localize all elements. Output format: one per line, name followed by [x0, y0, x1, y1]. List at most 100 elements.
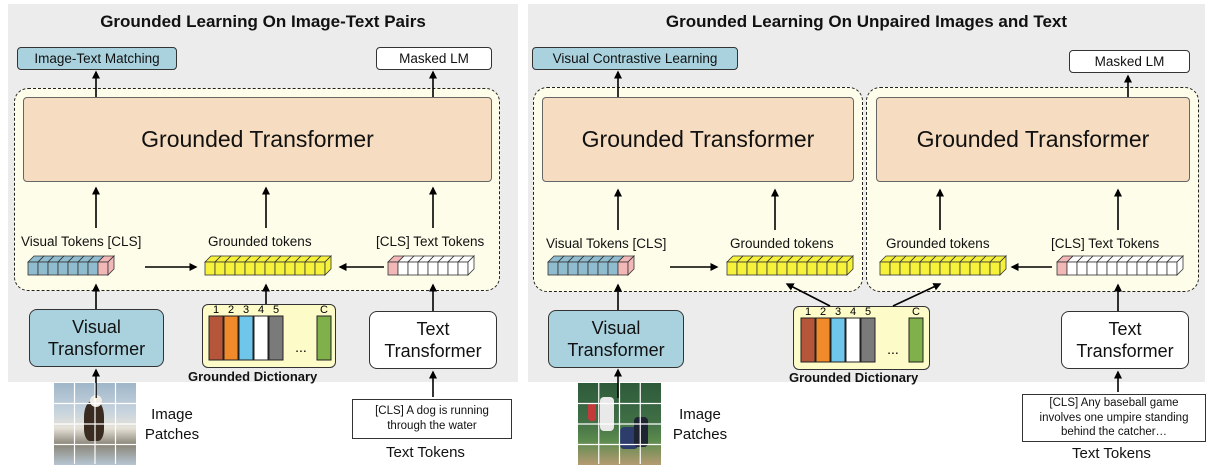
masked-lm-head-right: Masked LM — [1069, 50, 1190, 73]
text-tokens-label-right: [CLS] Text Tokens — [1051, 236, 1160, 251]
token — [437, 261, 449, 276]
dictionary-entry-right — [845, 317, 861, 363]
dictionary-entry-left — [238, 315, 254, 361]
token — [776, 261, 788, 276]
token-side — [107, 255, 115, 276]
token — [234, 261, 246, 276]
right-title: Grounded Learning On Unpaired Images and… — [665, 12, 1068, 31]
dictionary-index-left: 3 — [243, 304, 249, 316]
visual-contrastive-learning-head: Visual Contrastive Learning — [532, 47, 738, 70]
token — [97, 261, 109, 276]
visual-tokens-label-right: Visual Tokens [CLS] — [546, 236, 667, 251]
text-caption-left: [CLS] A dog is running through the water — [352, 399, 512, 439]
token — [746, 261, 758, 276]
visual-transformer-left: Visual Transformer — [29, 309, 164, 367]
token-side — [627, 255, 635, 276]
text-tokens-caption-right: Text Tokens — [1072, 445, 1151, 462]
token — [547, 261, 559, 276]
image-patches-label-left: Image Patches — [144, 406, 200, 443]
token — [899, 261, 911, 276]
token — [919, 261, 931, 276]
token — [47, 261, 59, 276]
token — [304, 261, 316, 276]
dictionary-index-right: 2 — [820, 306, 826, 318]
token — [1166, 261, 1178, 276]
token — [567, 261, 579, 276]
token — [274, 261, 286, 276]
token — [37, 261, 49, 276]
token — [1136, 261, 1148, 276]
token — [1156, 261, 1168, 276]
token — [969, 261, 981, 276]
token — [1076, 261, 1088, 276]
dictionary-index-left: 1 — [213, 304, 219, 316]
token — [949, 261, 961, 276]
token — [417, 261, 429, 276]
text-tokens-caption-left: Text Tokens — [386, 444, 465, 461]
left-title: Grounded Learning On Image-Text Pairs — [100, 12, 426, 31]
token — [457, 261, 469, 276]
dictionary-index-right: C — [912, 306, 920, 318]
token — [909, 261, 921, 276]
text-caption-right: [CLS] Any baseball game involves one ump… — [1022, 394, 1206, 442]
token — [989, 261, 1001, 276]
token — [87, 261, 99, 276]
token — [214, 261, 226, 276]
token-side — [1176, 255, 1184, 276]
dictionary-index-left: C — [320, 304, 328, 316]
dictionary-index-left: 5 — [273, 304, 279, 316]
token — [407, 261, 419, 276]
dictionary-entry-right — [830, 317, 846, 363]
token — [557, 261, 569, 276]
dictionary-ellipsis-right: ... — [887, 341, 899, 357]
text-transformer-right: Text Transformer — [1061, 311, 1189, 369]
grounded-dictionary-label-right: Grounded Dictionary — [789, 370, 919, 385]
visual-tokens-left — [27, 255, 115, 276]
token — [1106, 261, 1118, 276]
dictionary-ellipsis-left: ... — [295, 339, 307, 355]
token — [294, 261, 306, 276]
token — [816, 261, 828, 276]
token — [607, 261, 619, 276]
dog-figure — [84, 401, 104, 441]
dictionary-entry-right — [860, 317, 876, 363]
token — [726, 261, 738, 276]
grounded-tokens-left — [204, 255, 332, 276]
token — [387, 261, 399, 276]
text-tokens-left — [387, 255, 475, 276]
grounded-transformer-right-visual: Grounded Transformer — [542, 97, 854, 182]
dictionary-index-right: 1 — [805, 306, 811, 318]
token — [879, 261, 891, 276]
token — [284, 261, 296, 276]
token — [244, 261, 256, 276]
dictionary-entry-left — [316, 315, 332, 361]
token — [597, 261, 609, 276]
visual-transformer-right: Visual Transformer — [548, 310, 684, 368]
token — [756, 261, 768, 276]
dictionary-entry-left — [208, 315, 224, 361]
token — [1116, 261, 1128, 276]
token — [587, 261, 599, 276]
batter-figure — [600, 397, 614, 431]
grounded-tokens-right-text — [879, 255, 1007, 276]
token — [57, 261, 69, 276]
token — [427, 261, 439, 276]
arrow — [892, 283, 942, 307]
masked-lm-head-left: Masked LM — [376, 47, 492, 70]
text-transformer-left: Text Transformer — [369, 311, 497, 369]
token — [254, 261, 266, 276]
token — [397, 261, 409, 276]
dictionary-entry-left — [268, 315, 284, 361]
token — [979, 261, 991, 276]
token — [806, 261, 818, 276]
token — [1056, 261, 1068, 276]
token — [736, 261, 748, 276]
dictionary-entry-left — [253, 315, 269, 361]
token — [1146, 261, 1158, 276]
token-side — [846, 255, 854, 276]
grounded-dictionary-label-left: Grounded Dictionary — [188, 369, 318, 384]
text-tokens-right — [1056, 255, 1184, 276]
grounded-tokens-label-right-text: Grounded tokens — [886, 236, 990, 251]
dictionary-entry-right — [908, 317, 924, 363]
